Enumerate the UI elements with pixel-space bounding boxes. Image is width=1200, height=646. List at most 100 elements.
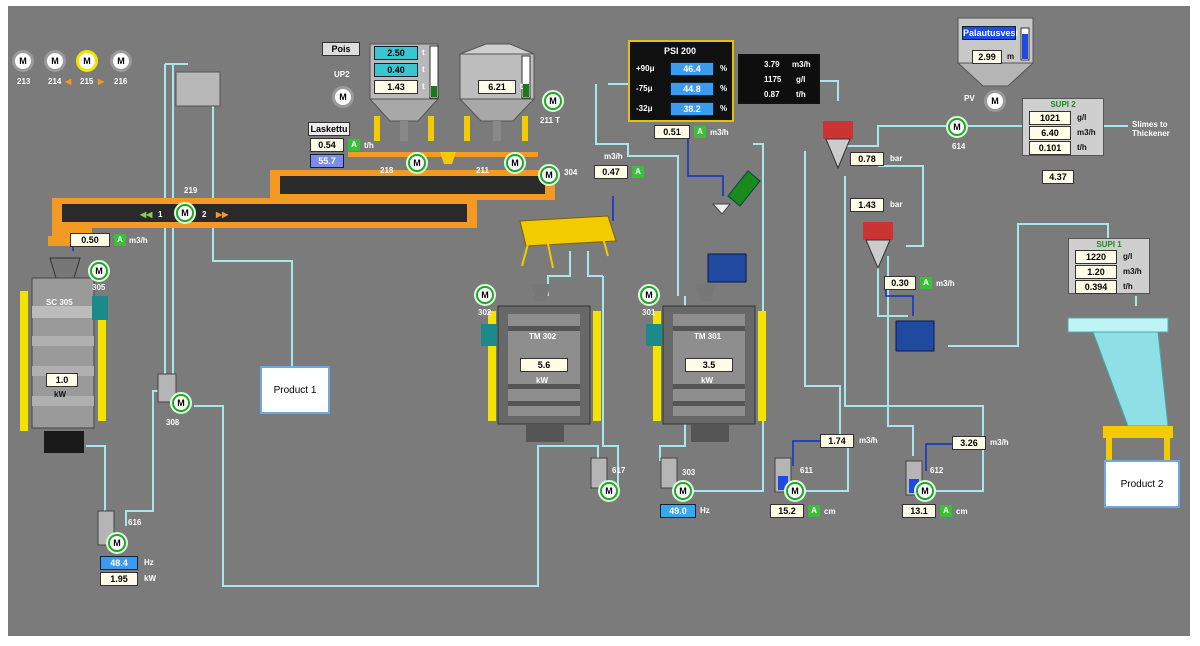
screen-flow-unit: m3/h (604, 152, 623, 161)
psi200-panel: PSI 200 +90μ 46.4 % -75μ 44.8 % -32μ 38.… (628, 40, 734, 122)
flow-info-unit-1: m3/h (792, 60, 811, 69)
pois-unit-2: t (422, 65, 425, 74)
supi2-value-3: 0.101 (1029, 141, 1071, 155)
flow-info-value-1: 3.79 (764, 60, 780, 69)
supi2-value-1: 1021 (1029, 111, 1071, 125)
motor-303[interactable]: M (672, 480, 694, 502)
supi1-unit-1: g/l (1123, 252, 1133, 261)
tm301-power: 3.5 (685, 358, 733, 372)
motor-213[interactable]: M (12, 50, 34, 72)
motor-216-label: 216 (114, 77, 128, 86)
bin-211-unit: t (520, 82, 523, 91)
pump-612-flow-unit: m3/h (990, 438, 1009, 447)
motor-617[interactable]: M (598, 480, 620, 502)
motor-211t[interactable]: M (542, 90, 564, 112)
motor-304-label: 304 (564, 168, 578, 177)
palautusvesi-label: Palautusvesi (962, 26, 1019, 40)
pump-612-flow: 3.26 (952, 436, 986, 450)
motor-304[interactable]: M (538, 164, 560, 186)
motor-219[interactable]: M (174, 202, 196, 224)
pump-611-level: 15.2 (770, 504, 804, 518)
palautusvesi-unit: m (1007, 52, 1015, 61)
motor-213-label: 213 (17, 77, 31, 86)
motor-611[interactable]: M (784, 480, 806, 502)
pump-611-auto-badge[interactable]: A (808, 505, 820, 517)
motor-218[interactable]: M (406, 152, 428, 174)
sump-flow-auto-badge[interactable]: A (920, 277, 932, 289)
motor-211[interactable]: M (504, 152, 526, 174)
motor-612[interactable]: M (914, 480, 936, 502)
flow-info-value-2: 1175 (764, 75, 782, 84)
psi200-flow-unit: m3/h (710, 128, 729, 137)
conveyor-seg-2: 2 (202, 210, 207, 219)
supi2-extra-value: 4.37 (1042, 170, 1074, 184)
motor-616[interactable]: M (106, 532, 128, 554)
pois-button[interactable]: Pois (322, 42, 360, 56)
tm301-power-unit: kW (701, 376, 713, 385)
laskettu-button[interactable]: Laskettu (308, 122, 350, 136)
cyclone-1-pressure: 0.78 (850, 152, 884, 166)
supi1-panel: SUPI 1 1220 g/l 1.20 m3/h 0.394 t/h (1068, 238, 1150, 294)
screen-flow-value: 0.47 (594, 165, 628, 179)
motor-up2[interactable]: M (332, 86, 354, 108)
motor-sc305[interactable]: M (88, 260, 110, 282)
motor-215-label: 215 (80, 77, 94, 86)
supi1-unit-2: m3/h (1123, 267, 1142, 276)
motor-pv[interactable]: M (984, 90, 1006, 112)
pump-303-label: 303 (682, 468, 696, 477)
cyclone-2-pressure-unit: bar (890, 200, 903, 209)
sc305-title: SC 305 (46, 298, 73, 307)
laskettu-value-2: 55.7 (310, 154, 344, 168)
motor-218-label: 218 (380, 166, 394, 175)
screen-flow-auto-badge[interactable]: A (632, 166, 644, 178)
motor-tm302-label: 302 (478, 308, 492, 317)
motor-214[interactable]: M (44, 50, 66, 72)
pois-value-3: 1.43 (374, 80, 418, 94)
supi1-value-3: 0.394 (1075, 280, 1117, 294)
pois-value-1: 2.50 (374, 46, 418, 60)
motor-614[interactable]: M (946, 116, 968, 138)
conveyor-arrows-right-icon: ▶▶ (216, 210, 229, 219)
sc305-power: 1.0 (46, 373, 78, 387)
slimes-to-thickener-label: Slimes to Thickener (1132, 120, 1170, 138)
product-1-box[interactable]: Product 1 (260, 366, 330, 414)
feed-flow-auto-badge[interactable]: A (114, 234, 126, 246)
psi200-value-3: 38.2 (670, 102, 714, 116)
psi200-title: PSI 200 (664, 46, 697, 56)
motor-308[interactable]: M (170, 392, 192, 414)
psi200-label-1: +90μ (636, 64, 655, 73)
psi200-auto-badge[interactable]: A (694, 126, 706, 138)
pump-611-flow-unit: m3/h (859, 436, 878, 445)
supi1-value-1: 1220 (1075, 250, 1117, 264)
motor-211t-label: 211 T (540, 116, 561, 125)
motor-tm301[interactable]: M (638, 284, 660, 306)
psi200-value-2: 44.8 (670, 82, 714, 96)
motor-sc305-label: 305 (92, 283, 106, 292)
supi1-value-2: 1.20 (1075, 265, 1117, 279)
pump-616-label: 616 (128, 518, 142, 527)
feed-flow-unit: m3/h (129, 236, 148, 245)
sump-flow-unit: m3/h (936, 279, 955, 288)
cyclone-1-pressure-unit: bar (890, 154, 903, 163)
pump-612-level: 13.1 (902, 504, 936, 518)
flow-info-unit-2: g/l (796, 75, 806, 84)
pump-612-label: 612 (930, 466, 944, 475)
arrow-left-icon: ◀ (65, 77, 72, 86)
motor-215[interactable]: M (76, 50, 98, 72)
psi200-unit-3: % (720, 104, 728, 113)
motor-216[interactable]: M (110, 50, 132, 72)
sump-flow-value: 0.30 (884, 276, 916, 290)
product-2-box[interactable]: Product 2 (1104, 460, 1180, 508)
laskettu-auto-badge[interactable]: A (348, 139, 360, 151)
pump-611-level-unit: cm (824, 507, 836, 516)
conveyor-seg-1: 1 (158, 210, 163, 219)
pump-616-hz: 48.4 (100, 556, 138, 570)
psi200-label-3: -32μ (636, 104, 653, 113)
pump-616-kw-unit: kW (144, 574, 156, 583)
up2-label: UP2 (334, 70, 350, 79)
pois-unit-1: t (422, 48, 425, 57)
motor-tm302[interactable]: M (474, 284, 496, 306)
pump-612-auto-badge[interactable]: A (940, 505, 952, 517)
tm302-power-unit: kW (536, 376, 548, 385)
conveyor-219-label: 219 (184, 186, 198, 195)
